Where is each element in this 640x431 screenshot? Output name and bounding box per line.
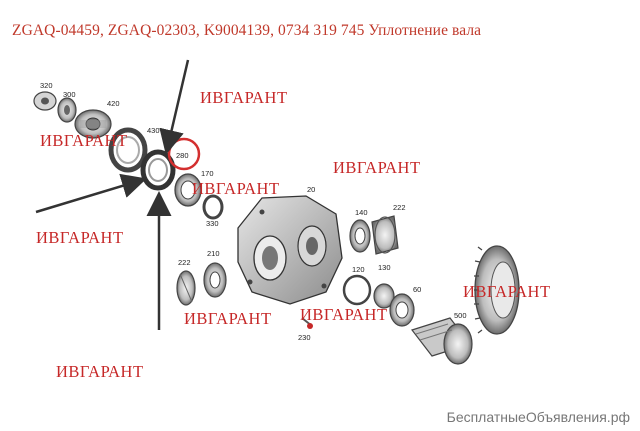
part-280-shaft-seal	[140, 149, 176, 191]
watermark-4: ИВГАРАНТ	[192, 179, 280, 198]
label-60: 60	[413, 285, 421, 294]
site-footer: БесплатныеОбъявления.рф	[446, 409, 630, 425]
watermark-3: ИВГАРАНТ	[333, 158, 421, 177]
part-330-race	[202, 194, 224, 220]
label-222-right: 222	[393, 203, 406, 212]
part-500-pinion-shaft	[411, 317, 473, 365]
label-230: 230	[298, 333, 311, 342]
label-420: 420	[107, 99, 120, 108]
ring-gear	[474, 245, 520, 335]
part-140-bearing	[349, 219, 371, 253]
part-120-ring	[342, 274, 372, 306]
watermark-5: ИВГАРАНТ	[36, 228, 124, 247]
part-20-housing	[237, 195, 343, 305]
arrow-from-top	[159, 59, 190, 155]
part-60-bearing	[389, 293, 415, 327]
arrow-from-left	[35, 173, 147, 214]
label-320: 320	[40, 81, 53, 90]
label-430: 430	[147, 126, 160, 135]
label-170: 170	[201, 169, 214, 178]
part-210-bearing	[203, 262, 227, 298]
label-120: 120	[352, 265, 365, 274]
watermark-2: ИВГАРАНТ	[40, 131, 128, 150]
part-230-bolt	[301, 317, 313, 329]
label-300: 300	[63, 90, 76, 99]
part-222-left-bearing	[176, 270, 196, 306]
part-170-bearing	[174, 173, 202, 207]
label-330: 330	[206, 219, 219, 228]
label-210: 210	[207, 249, 220, 258]
part-300-washer	[57, 97, 77, 123]
watermark-8: ИВГАРАНТ	[300, 305, 388, 324]
label-140: 140	[355, 208, 368, 217]
part-420-flange	[74, 109, 112, 139]
watermark-7: ИВГАРАНТ	[184, 309, 272, 328]
label-500: 500	[454, 311, 467, 320]
label-280: 280	[176, 151, 189, 160]
label-20: 20	[307, 185, 315, 194]
part-130-bearing	[373, 283, 395, 309]
watermark-6: ИВГАРАНТ	[463, 282, 551, 301]
part-430-seal	[108, 127, 148, 173]
part-320-nut	[33, 91, 57, 111]
label-222-left: 222	[178, 258, 191, 267]
label-130: 130	[378, 263, 391, 272]
page-title: ZGAQ-04459, ZGAQ-02303, K9004139, 0734 3…	[12, 22, 482, 39]
watermark-1: ИВГАРАНТ	[200, 88, 288, 107]
pointer-arrows	[35, 59, 190, 330]
watermark-9: ИВГАРАНТ	[56, 362, 144, 381]
part-222-right-bearing	[371, 215, 399, 255]
